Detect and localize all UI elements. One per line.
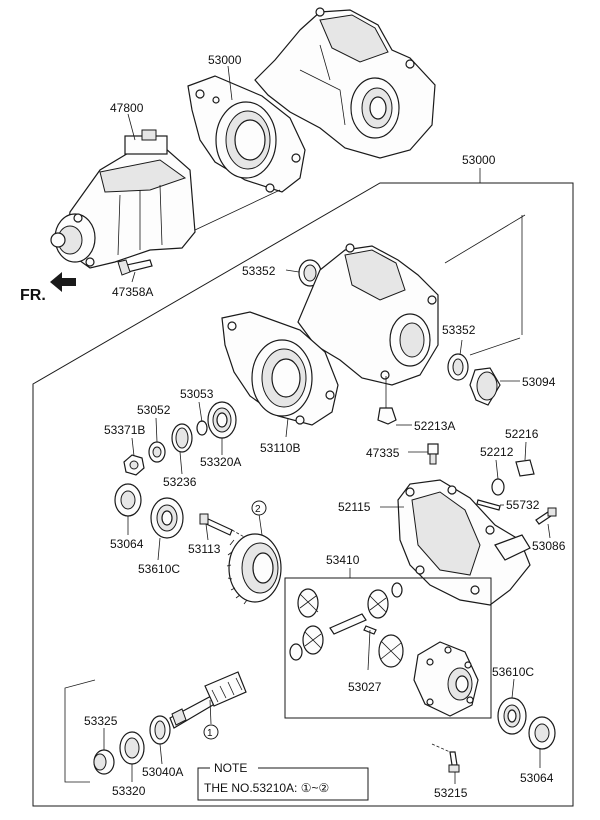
bearing-53610C-right	[497, 678, 527, 735]
pinion-gear-top	[367, 589, 389, 619]
bearing-53320A	[207, 401, 237, 455]
note-text: THE NO.53210A: ①~②	[204, 781, 329, 795]
part-label-53352-a: 53352	[242, 264, 276, 278]
spacer-53325	[93, 728, 115, 775]
assembly-frame	[32, 182, 574, 807]
bearing-53610C-left	[150, 497, 184, 561]
part-label-53215: 53215	[434, 786, 468, 800]
part-label-53053: 53053	[180, 387, 214, 401]
dash-link-case	[444, 214, 526, 264]
part-label-55732: 55732	[506, 498, 540, 512]
part-label-53320A: 53320A	[200, 455, 241, 469]
seal-53064-left	[114, 483, 142, 535]
part-label-53320: 53320	[112, 784, 146, 798]
part-label-53094: 53094	[522, 375, 556, 389]
note-box	[197, 767, 369, 801]
oil-seal-53352-b	[447, 337, 521, 381]
part-label-47335: 47335	[366, 446, 400, 460]
plug-52213A	[377, 376, 412, 426]
callout-2-label: 2	[255, 504, 261, 515]
callout-1-label: 1	[207, 728, 213, 739]
part-label-53040A: 53040A	[142, 765, 183, 779]
part-label-53000-frame: 53000	[462, 153, 496, 167]
differential-case	[413, 641, 479, 717]
part-label-53110B: 53110B	[260, 441, 300, 455]
part-label-53352-b: 53352	[442, 323, 476, 337]
part-label-53000-top: 53000	[208, 53, 242, 67]
part-label-53113: 53113	[188, 542, 221, 556]
pinion-shaft	[329, 613, 377, 635]
callout-2-icon	[251, 500, 267, 516]
bolt-53113	[199, 513, 233, 541]
ring-gear	[226, 513, 282, 605]
drive-pinion	[169, 671, 247, 729]
part-label-52212: 52212	[480, 445, 514, 459]
part-label-53325: 53325	[84, 714, 118, 728]
note-title-backing	[210, 760, 258, 774]
carrier-case-flange	[221, 311, 339, 438]
rear-cover-52115	[380, 479, 531, 606]
part-label-52213A: 52213A	[414, 419, 455, 433]
dash-ring-gear	[231, 529, 247, 539]
part-label-53064-right: 53064	[520, 771, 554, 785]
part-label-47358A: 47358A	[112, 285, 153, 299]
pinion-bracket	[64, 679, 96, 783]
callout-1-icon	[203, 724, 219, 740]
front-direction-label: FR.	[20, 287, 46, 304]
bearing-53320	[119, 731, 145, 782]
part-label-53610C-right: 53610C	[492, 665, 534, 679]
part-label-53027: 53027	[348, 680, 382, 694]
front-direction-arrow-icon	[50, 272, 76, 292]
washer-53052	[148, 417, 166, 463]
extension-housing	[50, 113, 196, 269]
part-label-53086: 53086	[532, 539, 566, 553]
bolt-53215	[431, 743, 460, 784]
link-line-top	[194, 189, 281, 231]
breather-47335	[408, 443, 439, 465]
pin-55732	[476, 499, 504, 511]
side-gear-left	[297, 588, 319, 618]
thrust-washer-bottom	[289, 643, 303, 661]
bolt-53086	[535, 507, 557, 539]
part-label-52216: 52216	[505, 427, 539, 441]
cap-53094	[469, 367, 520, 406]
thrust-washer-top	[391, 582, 403, 598]
spacer-53236	[171, 423, 193, 475]
carrier-housing-top	[254, 7, 436, 159]
part-label-47800: 47800	[110, 101, 144, 115]
part-label-53236: 53236	[163, 475, 197, 489]
carrier-flange-top	[187, 65, 306, 193]
plug-52216	[515, 441, 535, 477]
bolt-47358A	[117, 259, 153, 283]
carrier-case-53110B	[297, 243, 439, 386]
note-title: NOTE	[214, 761, 247, 775]
shim-53053	[196, 401, 208, 436]
part-label-53610C-left: 53610C	[138, 562, 180, 576]
washer-52212	[491, 459, 505, 496]
side-gear-bottom	[302, 625, 324, 655]
part-label-52115: 52115	[338, 500, 371, 514]
seal-53040A	[149, 715, 171, 765]
pinion-gear-bottom	[367, 629, 404, 671]
nut-53371B	[123, 437, 145, 476]
differential-subassembly-box	[284, 577, 492, 719]
seal-53064-right	[528, 716, 556, 768]
part-label-53410: 53410	[326, 553, 360, 567]
part-label-53371B: 53371B	[104, 423, 145, 437]
part-label-53064-left: 53064	[110, 537, 144, 551]
part-label-53052: 53052	[137, 403, 171, 417]
